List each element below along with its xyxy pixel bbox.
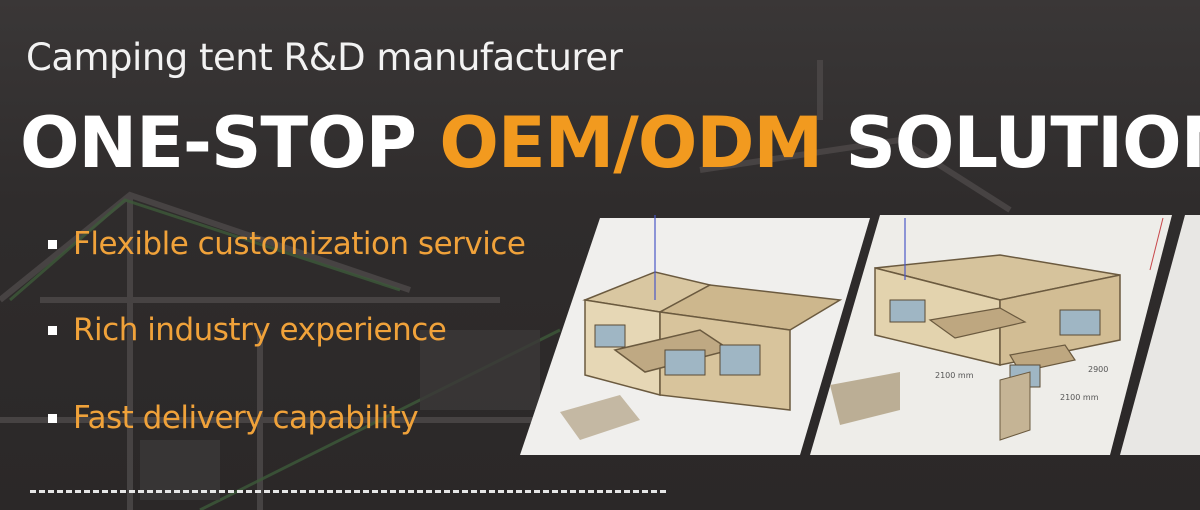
dimension-label-1: 2100 mm (935, 371, 974, 380)
feature-text: Rich industry experience (73, 312, 447, 348)
tent-model-1 (560, 215, 843, 440)
dimension-label-2: 2900 (1088, 365, 1108, 374)
dashed-divider (30, 490, 666, 493)
render-panel-3 (1120, 215, 1200, 455)
dimension-label-3: 2100 mm (1060, 393, 1099, 402)
feature-text: Fast delivery capability (73, 400, 419, 436)
subtitle: Camping tent R&D manufacturer (26, 36, 623, 79)
feature-text: Flexible customization service (73, 226, 526, 262)
feature-item: Fast delivery capability (48, 400, 419, 436)
bullet-square-icon (48, 325, 57, 335)
bullet-square-icon (48, 239, 57, 249)
headline-part2: SOLUTION (845, 102, 1200, 184)
tent-model-2 (830, 217, 1164, 441)
headline: ONE-STOP OEM/ODM SOLUTION (20, 108, 1200, 178)
headline-highlight: OEM/ODM (439, 102, 823, 184)
feature-item: Flexible customization service (48, 226, 526, 262)
feature-item: Rich industry experience (48, 312, 447, 348)
bullet-square-icon (48, 413, 57, 423)
headline-part1: ONE-STOP (20, 102, 417, 184)
